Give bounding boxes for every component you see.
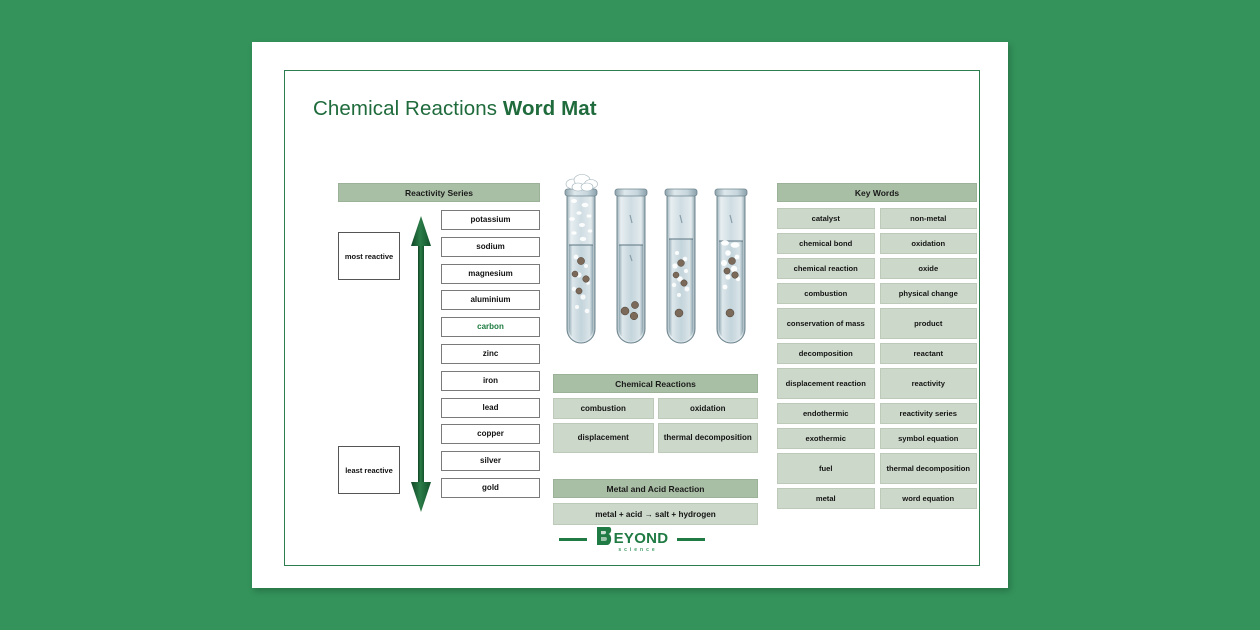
chemical-reaction-cell[interactable]: displacement	[553, 423, 654, 453]
reactivity-arrow-icon	[410, 216, 432, 512]
key-word-chip[interactable]: decomposition	[777, 343, 875, 364]
key-word-chip[interactable]: exothermic	[777, 428, 875, 449]
key-word-chip[interactable]: non-metal	[879, 208, 977, 229]
metal-item[interactable]: gold	[441, 477, 540, 498]
reactivity-series-section: Reactivity Series most reactive least re…	[338, 183, 540, 515]
logo-wordmark: EYOND	[596, 526, 669, 546]
key-word-chip[interactable]: chemical reaction	[777, 258, 875, 279]
metal-and-acid-header: Metal and Acid Reaction	[553, 479, 758, 498]
chemical-reaction-cell[interactable]: oxidation	[657, 398, 758, 419]
page-title-bold: Word Mat	[502, 97, 597, 120]
chemical-reactions-header: Chemical Reactions	[553, 374, 758, 393]
key-words-grid: catalyst non-metal chemical bond oxidati…	[777, 208, 977, 509]
key-word-chip[interactable]: thermal decomposition	[879, 453, 977, 484]
reactivity-series-header: Reactivity Series	[338, 183, 540, 202]
key-word-chip[interactable]: combustion	[777, 283, 875, 304]
key-word-chip[interactable]: catalyst	[777, 208, 875, 229]
key-words-section: Key Words catalyst non-metal chemical bo…	[777, 183, 977, 509]
logo-dash-right-icon	[677, 538, 706, 541]
key-word-chip[interactable]: conservation of mass	[777, 308, 875, 339]
logo-b-shield-icon	[596, 526, 613, 546]
key-word-chip[interactable]: displacement reaction	[777, 368, 875, 399]
key-word-chip[interactable]: oxidation	[879, 233, 977, 254]
chemical-reaction-cell[interactable]: thermal decomposition	[657, 423, 758, 453]
key-word-chip[interactable]: physical change	[879, 283, 977, 304]
card-inner-border: Chemical Reactions Word Mat Reactivity S…	[284, 70, 980, 566]
metal-item[interactable]: sodium	[441, 236, 540, 257]
chemical-reactions-section: Chemical Reactions combustion oxidation …	[553, 374, 758, 453]
page-title-regular: Chemical Reactions	[313, 97, 503, 120]
metal-item[interactable]: copper	[441, 424, 540, 445]
metal-list: potassium sodium magnesium aluminium car…	[441, 210, 540, 505]
page-title: Chemical Reactions Word Mat	[313, 97, 597, 121]
key-word-chip[interactable]: reactivity	[879, 368, 977, 399]
logo-text: EYOND	[613, 530, 669, 547]
key-word-chip[interactable]: symbol equation	[879, 428, 977, 449]
key-word-chip[interactable]: chemical bond	[777, 233, 875, 254]
key-word-chip[interactable]: oxide	[879, 258, 977, 279]
metal-and-acid-equation: metal + acid → salt + hydrogen	[553, 503, 758, 525]
metal-item[interactable]: lead	[441, 397, 540, 418]
reactivity-series-body: most reactive least reactive	[338, 210, 540, 515]
chemical-reaction-cell[interactable]: combustion	[553, 398, 654, 419]
key-word-chip[interactable]: product	[879, 308, 977, 339]
beyond-science-logo: EYOND science	[285, 526, 979, 553]
metal-item[interactable]: iron	[441, 370, 540, 391]
key-words-header: Key Words	[777, 183, 977, 202]
key-word-chip[interactable]: reactivity series	[879, 403, 977, 424]
key-word-chip[interactable]: fuel	[777, 453, 875, 484]
logo-dash-left-icon	[558, 538, 587, 541]
metal-and-acid-section: Metal and Acid Reaction metal + acid → s…	[553, 479, 758, 525]
metal-item-carbon[interactable]: carbon	[441, 317, 540, 338]
most-reactive-box: most reactive	[338, 232, 400, 280]
word-mat-card: Chemical Reactions Word Mat Reactivity S…	[252, 42, 1008, 588]
chemical-reactions-grid: combustion oxidation displacement therma…	[553, 398, 758, 453]
metal-item[interactable]: potassium	[441, 210, 540, 230]
test-tubes-illustration	[557, 171, 757, 351]
key-word-chip[interactable]: endothermic	[777, 403, 875, 424]
metal-item[interactable]: magnesium	[441, 263, 540, 284]
least-reactive-box: least reactive	[338, 446, 400, 494]
key-word-chip[interactable]: metal	[777, 488, 875, 509]
metal-item[interactable]: zinc	[441, 343, 540, 364]
metal-item[interactable]: silver	[441, 451, 540, 472]
logo-mark: EYOND science	[596, 526, 669, 553]
logo-subtitle: science	[618, 547, 658, 553]
metal-item[interactable]: aluminium	[441, 290, 540, 311]
key-word-chip[interactable]: reactant	[879, 343, 977, 364]
key-word-chip[interactable]: word equation	[879, 488, 977, 509]
